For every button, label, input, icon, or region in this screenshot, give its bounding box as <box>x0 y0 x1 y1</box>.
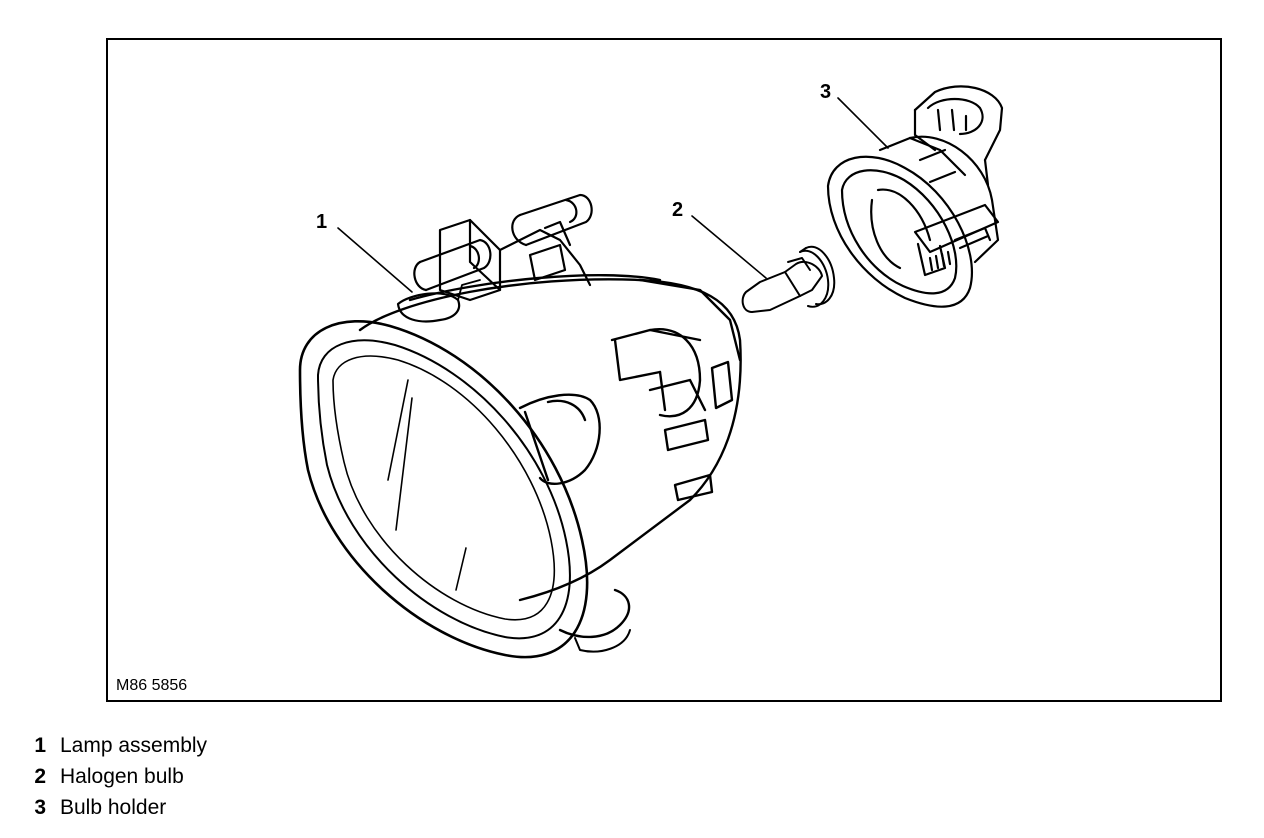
lamp-top-bracket <box>413 193 593 302</box>
legend-label: Lamp assembly <box>60 734 208 757</box>
leader-line-2 <box>691 215 767 279</box>
parts-legend: 1 Lamp assembly 2 Halogen bulb 3 Bulb ho… <box>30 730 207 823</box>
lamp-housing <box>358 274 742 602</box>
legend-label: Bulb holder <box>60 796 167 819</box>
legend-number: 3 <box>34 796 46 819</box>
figure-frame <box>106 38 1222 702</box>
legend-number: 1 <box>34 734 46 757</box>
leader-line-3 <box>837 97 889 149</box>
lamp-assembly <box>298 193 742 659</box>
legend-item: 1 Lamp assembly <box>30 730 207 761</box>
callout-3: 3 <box>820 81 831 103</box>
legend-item: 3 Bulb holder <box>30 792 207 823</box>
legend-number: 2 <box>34 765 46 788</box>
bulb-holder <box>826 85 1004 308</box>
figure-code: M86 5856 <box>116 677 187 694</box>
legend-item: 2 Halogen bulb <box>30 761 207 792</box>
legend-label: Halogen bulb <box>60 765 184 788</box>
leader-line-1 <box>337 227 413 293</box>
callout-2: 2 <box>672 199 683 221</box>
leader-lines <box>337 97 889 293</box>
callout-1: 1 <box>316 211 327 233</box>
lamp-lens-bezel <box>298 279 631 659</box>
halogen-bulb <box>741 245 836 313</box>
